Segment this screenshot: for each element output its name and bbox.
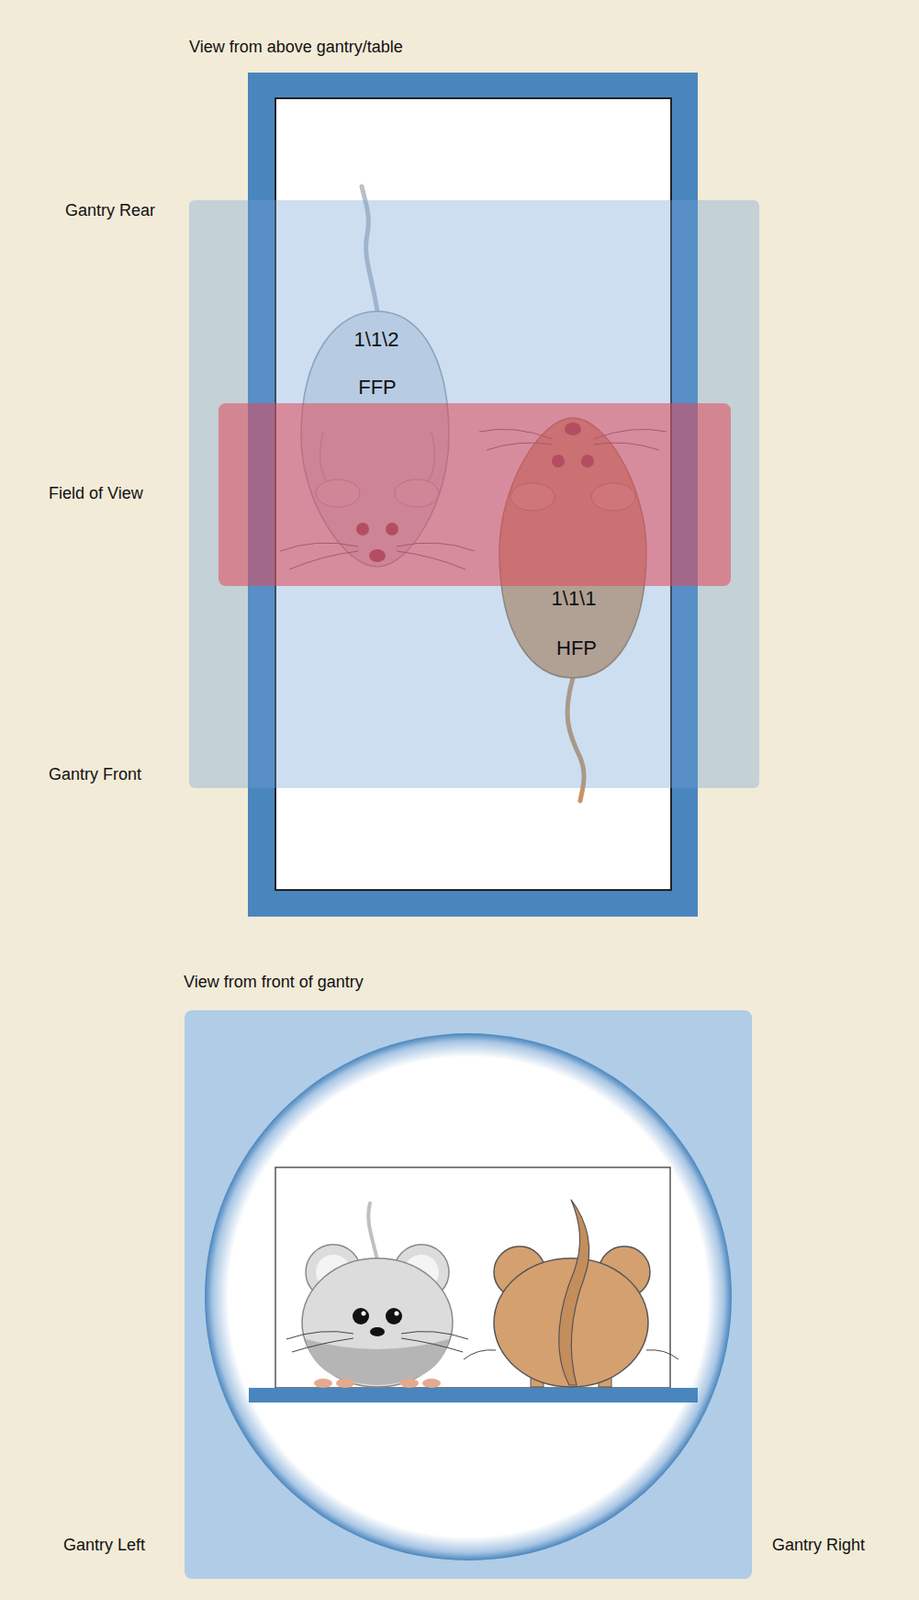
- field-of-view-label: Field of View: [48, 483, 144, 505]
- gantry-side-label: Gantry Right: [772, 1535, 865, 1556]
- position-code: HFP: [556, 636, 597, 661]
- gantry-side-label: Gantry Left: [63, 1535, 146, 1556]
- table-bar: [248, 1387, 698, 1402]
- mouse-holder: [275, 1166, 671, 1388]
- gantry-face: [184, 1009, 752, 1579]
- gantry-side-label: Gantry Rear: [65, 201, 156, 222]
- gantry-band: [189, 200, 760, 788]
- gantry-bore: [204, 1032, 732, 1560]
- mouse-back-view: [463, 1199, 679, 1387]
- mouse-front-face: [286, 1202, 469, 1388]
- section-heading: View from above gantry/table: [189, 37, 404, 58]
- mouse-id: 1\1\2: [354, 327, 400, 352]
- gantry-side-label: Gantry Front: [48, 764, 142, 785]
- position-code: FFP: [358, 375, 397, 400]
- section-heading: View from front of gantry: [183, 972, 364, 993]
- mouse-id: 1\1\1: [551, 586, 597, 611]
- field-of-view-band: [218, 403, 731, 586]
